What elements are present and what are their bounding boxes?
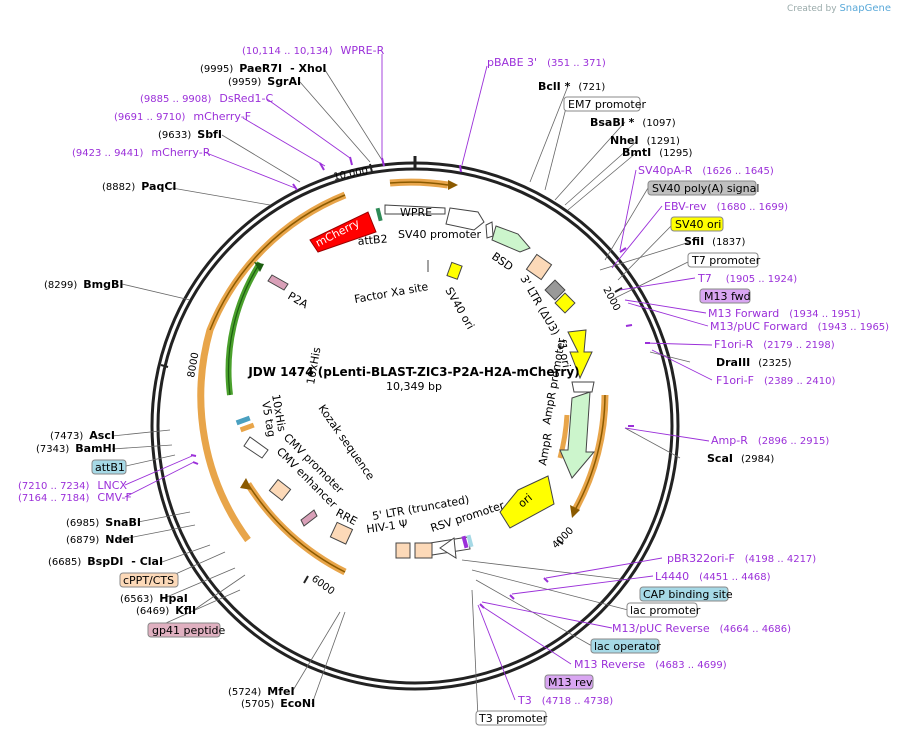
primer-wpre-r: (10,114 .. 10,134)WPRE-R	[242, 44, 385, 57]
primer-cmv-f: (7164 .. 7184)CMV-F	[18, 491, 132, 504]
feature-ampr: AmpR	[536, 432, 555, 467]
enzyme-bcli: BclI *(721)	[538, 80, 605, 93]
primer-dsred1-c: (9885 .. 9908)DsRed1-C	[140, 92, 273, 105]
box-sv40-polya: SV40 poly(A) signal	[652, 182, 759, 195]
primer-pbabe3: pBABE 3'(351 .. 371)	[487, 56, 606, 69]
primer-l4440: L4440(4451 .. 4468)	[655, 570, 771, 583]
boxed-labels: EM7 promoter SV40 poly(A) signal SV40 or…	[91, 96, 761, 726]
primer-m13-puc-forward: M13/pUC Forward(1943 .. 1965)	[710, 320, 889, 333]
tick-label-10000: 10,000	[333, 166, 369, 183]
primer-labels: (10,114 .. 10,134)WPRE-R (9885 .. 9908)D…	[18, 44, 889, 707]
feature-ampr-promoter: AmpR promoter	[540, 337, 568, 426]
backbone	[150, 156, 680, 691]
box-t3-promoter: T3 promoter	[478, 712, 548, 725]
box-em7-promoter: EM7 promoter	[568, 98, 646, 111]
primer-t3: T3(4718 .. 4738)	[517, 694, 613, 707]
feature-wpre: WPRE	[400, 206, 432, 219]
feature-10xhis: 10xHis	[269, 393, 288, 433]
feature-p2a: P2A	[286, 289, 311, 311]
primer-m13-reverse: M13 Reverse(4683 .. 4699)	[574, 658, 727, 671]
plasmid-name: JDW 1474 (pLenti-BLAST-ZIC3-P2A-H2A-mChe…	[247, 365, 579, 379]
leader-lines	[111, 69, 691, 719]
box-attb1: attB1	[95, 461, 125, 474]
feature-sv40-ori-inner: SV40 ori	[442, 285, 476, 332]
feature-attb2: attB2	[357, 232, 388, 248]
box-m13-rev: M13 rev	[548, 676, 593, 689]
box-lac-promoter: lac promoter	[630, 604, 701, 617]
enzyme-bmti: BmtI(1295)	[622, 146, 693, 159]
enzyme-sfii: SfiI(1837)	[684, 235, 746, 248]
outer-arcs	[197, 178, 609, 576]
enzyme-bsabi: BsaBI *(1097)	[590, 116, 676, 129]
box-lac-operator: lac operator	[594, 640, 661, 653]
feature-hiv: HIV-1 Ψ	[366, 517, 409, 536]
primer-amp-r: Amp-R(2896 .. 2915)	[711, 434, 829, 447]
enzyme-sgrai: (9959)SgrAI	[228, 75, 301, 88]
plasmid-length: 10,349 bp	[386, 380, 442, 393]
tick-label-6000: 6000	[309, 574, 336, 598]
primer-marks	[190, 156, 650, 609]
enzyme-draiii: DraIII(2325)	[716, 356, 792, 369]
enzyme-nhei: NheI(1291)	[610, 134, 680, 147]
enzyme-econi: (5705)EcoNI	[241, 697, 315, 710]
primer-ebv-rev: EBV-rev(1680 .. 1699)	[664, 200, 788, 213]
tick-label-8000: 8000	[186, 352, 201, 379]
primer-mcherry-r: (9423 .. 9441)mCherry-R	[72, 146, 211, 159]
enzyme-ndei: (6879)NdeI	[66, 533, 134, 546]
feature-f1ori: f1 ori	[555, 338, 573, 369]
primer-sv40pa-r: SV40pA-R(1626 .. 1645)	[638, 164, 774, 177]
box-cppt-cts: cPPT/CTS	[123, 574, 174, 587]
enzyme-kfli: (6469)KflI	[136, 604, 196, 617]
snapgene-watermark: Created by SnapGene	[787, 3, 891, 14]
feature-bsd: BSD	[489, 250, 515, 274]
box-cap-binding: CAP binding site	[643, 588, 733, 601]
feature-10xhis-b: 10xHis	[304, 346, 323, 386]
enzyme-bamhi: (7343)BamHI	[36, 442, 116, 455]
box-sv40-ori: SV40 ori	[675, 218, 721, 231]
enzyme-asci: (7473)AscI	[50, 429, 115, 442]
box-m13-fwd: M13 fwd	[704, 290, 751, 303]
primer-m13-forward: M13 Forward(1934 .. 1951)	[708, 307, 861, 320]
feature-factor-xa: Factor Xa site	[353, 280, 429, 306]
box-t7-promoter: T7 promoter	[691, 254, 761, 267]
enzyme-labels: (9995)PaeR7I- XhoI (9959)SgrAI (9633)Sbf…	[36, 62, 792, 710]
primer-lncx: (7210 .. 7234)LNCX	[18, 479, 127, 492]
primer-t7: T7(1905 .. 1924)	[697, 272, 797, 285]
enzyme-paer7i: (9995)PaeR7I- XhoI	[200, 62, 327, 75]
enzyme-sbfi: (9633)SbfI	[158, 128, 222, 141]
enzyme-mfei: (5724)MfeI	[228, 685, 295, 698]
tick-label-4000: 4000	[550, 525, 576, 551]
feature-sv40-promoter: SV40 promoter	[398, 228, 482, 241]
enzyme-bmgbi: (8299)BmgBI	[44, 278, 123, 291]
primer-m13-puc-reverse: M13/pUC Reverse(4664 .. 4686)	[612, 622, 791, 635]
feature-v5: V5 tag	[259, 400, 278, 438]
enzyme-paqci: (8882)PaqCI	[102, 180, 177, 193]
primer-f1ori-f: F1ori-F(2389 .. 2410)	[716, 374, 835, 387]
enzyme-bspdi: (6685)BspDI- ClaI	[48, 555, 163, 568]
primer-pbr322ori-f: pBR322ori-F(4198 .. 4217)	[667, 552, 816, 565]
enzyme-hpai: (6563)HpaI	[120, 592, 188, 605]
box-gp41: gp41 peptide	[152, 624, 226, 637]
primer-mcherry-f: (9691 .. 9710)mCherry-F	[114, 110, 251, 123]
primer-f1ori-r: F1ori-R(2179 .. 2198)	[714, 338, 835, 351]
enzyme-snabi: (6985)SnaBI	[66, 516, 141, 529]
enzyme-scai: ScaI(2984)	[707, 452, 774, 465]
primer-lines	[124, 54, 713, 701]
